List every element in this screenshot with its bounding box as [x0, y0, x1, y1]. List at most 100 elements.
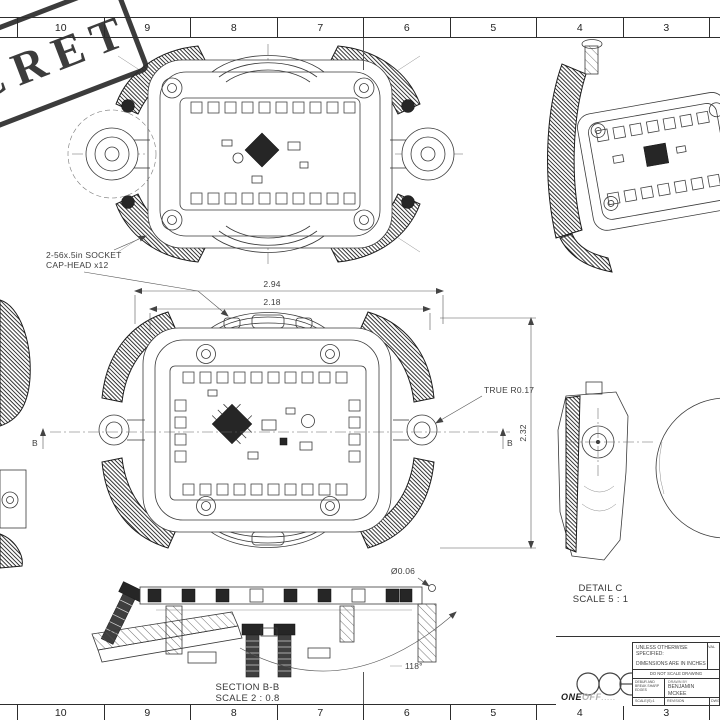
- do-not-scale-cell: DO NOT SCALE DRAWING: [633, 669, 719, 678]
- ruler-cell: 6: [363, 705, 450, 720]
- detail-view: [557, 381, 720, 561]
- drawn-by-name1: BENJAMIN: [668, 684, 695, 690]
- bolt: [161, 209, 183, 231]
- ruler-cell: [0, 705, 17, 720]
- bolt: [320, 496, 340, 516]
- arm-bolt: [121, 195, 135, 209]
- bolt: [590, 123, 606, 138]
- detail-caption-title: DETAIL C: [578, 583, 623, 594]
- hatched-arm: [547, 63, 587, 239]
- drawn-by-cell: DRAWN BY BENJAMIN MCKEE: [664, 679, 719, 697]
- hatched-arm: [0, 533, 23, 569]
- angle-note: 118°: [405, 661, 423, 671]
- isometric-view: [547, 39, 720, 273]
- ruler-cell: 6: [363, 18, 450, 37]
- socket-note-line1: 2-56x.5in SOCKET: [46, 250, 121, 260]
- arm-bolt: [401, 195, 415, 209]
- front-view: [98, 311, 438, 549]
- screw-shaft: [584, 45, 599, 75]
- detail-caption-scale: SCALE 5 : 1: [572, 594, 629, 605]
- section-marker-left: B: [32, 438, 38, 448]
- top-view: [67, 44, 466, 264]
- logo-word-light: OFF: [582, 692, 602, 702]
- ruler-cell: 3: [622, 18, 710, 37]
- bolt: [708, 102, 720, 118]
- revision-label: REVISION: [667, 699, 685, 703]
- partial-bottom-cell: DWG: [709, 698, 719, 705]
- bolt: [353, 209, 375, 231]
- chip: [211, 403, 253, 445]
- logo-dots: .....: [601, 695, 617, 702]
- chip: [643, 142, 670, 167]
- arm-bolt: [401, 99, 415, 113]
- logo-word-bold: ONE: [561, 692, 583, 702]
- left-partial-view: [0, 299, 31, 569]
- section-marker-right: B: [507, 438, 513, 448]
- fold-mark: [363, 38, 365, 70]
- title-block: ONEOFF..... UNLESS OTHERWISE SPECIFIED: …: [556, 636, 720, 706]
- partial-right-cell: VAL: [707, 643, 719, 669]
- bolt: [603, 196, 619, 211]
- logo-wordmark: ONEOFF.....: [561, 687, 616, 705]
- section-bar: [139, 586, 423, 605]
- drawn-by-name2: MCKEE: [668, 690, 687, 697]
- ruler-cell: 5: [449, 705, 537, 720]
- dim-inner-width: 2.18: [263, 297, 280, 307]
- spec-cell: UNLESS OTHERWISE SPECIFIED: DIMENSIONS A…: [633, 643, 707, 669]
- ruler-cell: 9: [103, 18, 191, 37]
- logo-cell: ONEOFF.....: [556, 637, 643, 706]
- ruler-cell: 7: [276, 705, 364, 720]
- pivot-ear: [98, 414, 130, 446]
- ruler-cell: 10: [17, 705, 104, 720]
- debur-line1: DEBUR AND: [635, 680, 655, 684]
- do-not-scale-text: DO NOT SCALE DRAWING: [649, 671, 703, 676]
- ruler-cell: 8: [190, 18, 277, 37]
- partial-bottom-text: DWG: [711, 699, 719, 703]
- hatched-arm: [0, 299, 31, 427]
- dim-overall-width: 2.94: [263, 279, 280, 289]
- dimensions: 2.94 2.18 2.32 TRUE R0.17 2-56x.5in SOCK…: [32, 235, 536, 671]
- ruler-top: 10 9 8 7 6 5 4 3: [0, 17, 720, 38]
- spec-line1: UNLESS OTHERWISE: [636, 645, 688, 651]
- ruler-cell: [709, 18, 720, 37]
- ruler-cell: 9: [103, 705, 191, 720]
- ruler-cell: 5: [449, 18, 537, 37]
- radius-note: TRUE R0.17: [484, 385, 534, 395]
- ruler-cell: 10: [17, 18, 104, 37]
- debur-line3: EDGES: [635, 688, 647, 692]
- pivot-ear: [406, 414, 438, 446]
- section-caption-title: SECTION B-B: [215, 682, 280, 693]
- ruler-cell: 8: [190, 705, 277, 720]
- chip: [244, 132, 280, 168]
- detail-circle: [655, 397, 720, 539]
- pivot-ear: [401, 127, 455, 181]
- section-caption-scale: SCALE 2 : 0.8: [215, 693, 280, 704]
- ruler-cell: 4: [536, 18, 623, 37]
- pivot-ear: [85, 127, 139, 181]
- ruler-cell: 4: [536, 705, 623, 720]
- title-block-main: UNLESS OTHERWISE SPECIFIED: DIMENSIONS A…: [632, 642, 720, 706]
- units-note: DIMENSIONS ARE IN INCHES: [636, 661, 706, 667]
- detail-caption: DETAIL C SCALE 5 : 1: [548, 583, 653, 605]
- section-view: [91, 581, 457, 678]
- bolt: [196, 496, 216, 516]
- ruler-cell: 3: [622, 705, 710, 720]
- ruler-cell: 7: [276, 18, 364, 37]
- bolt: [161, 77, 183, 99]
- hatched-arm: [559, 233, 613, 273]
- dim-height: 2.32: [518, 424, 528, 441]
- bolt: [353, 77, 375, 99]
- scale-cell: SCALE(S):1: [633, 698, 664, 705]
- partial-right-text: VAL: [708, 644, 716, 649]
- bolt-down: [241, 623, 264, 678]
- debur-line2: BREAK SHARP: [635, 684, 660, 688]
- revision-cell: REVISION: [664, 698, 709, 705]
- ruler-bottom: 10 9 8 7 6 5 4 3: [0, 704, 720, 720]
- drawn-by-label: DRAWN BY: [668, 680, 688, 684]
- diameter-note: Ø0.06: [391, 566, 415, 576]
- socket-note-line2: CAP-HEAD x12: [46, 260, 108, 270]
- arm-bolt: [121, 99, 135, 113]
- bolt: [320, 344, 340, 364]
